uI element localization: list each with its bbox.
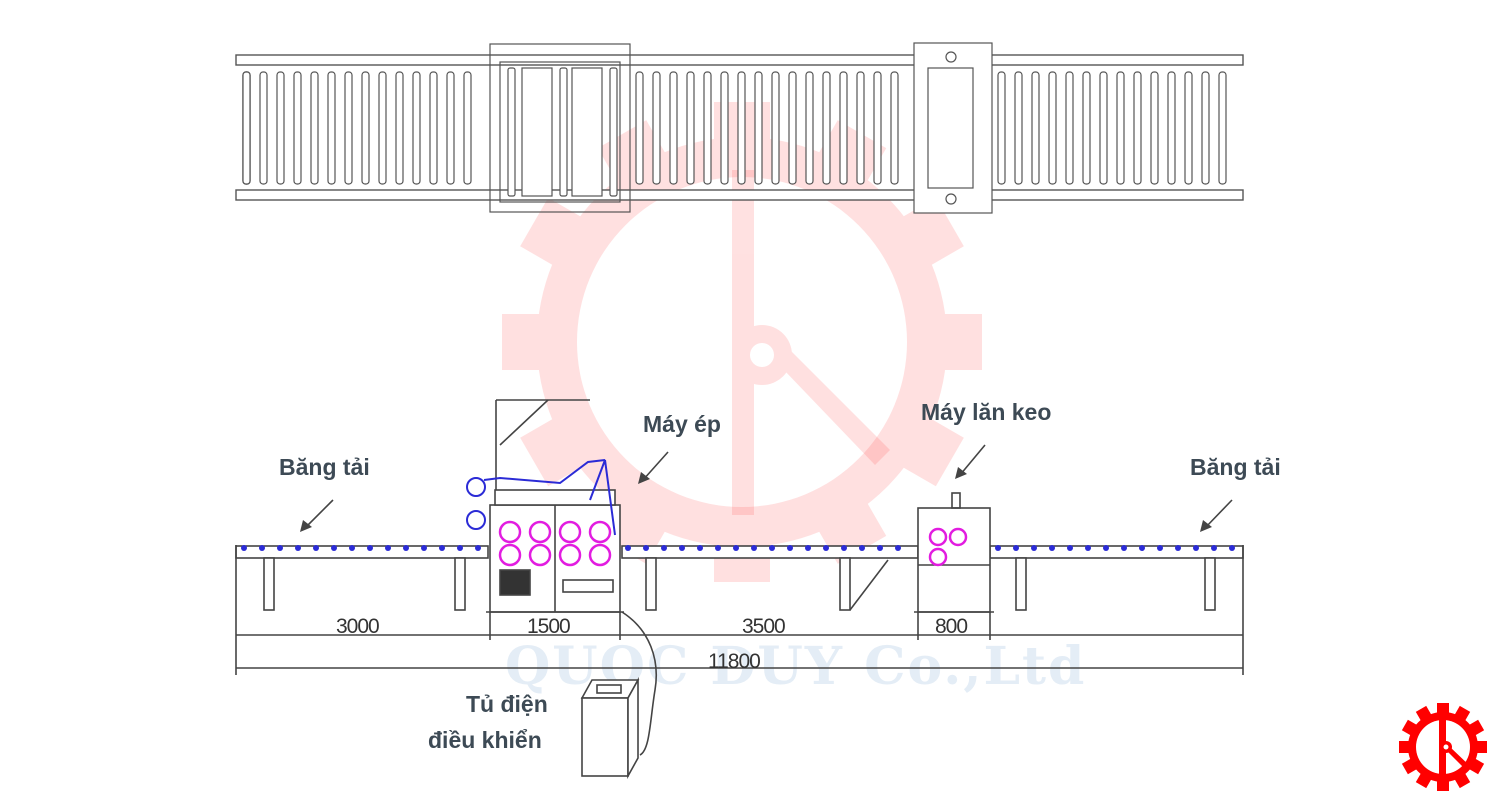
company-logo-gear-icon: [1399, 703, 1487, 791]
dim-press: 1500: [527, 615, 571, 638]
dim-total: 11800: [708, 650, 761, 673]
dim-middle-conveyor: 3500: [742, 615, 786, 638]
dim-glue-roller: 800: [935, 615, 968, 638]
label-press: Máy ép: [643, 411, 721, 437]
label-conveyor-right: Băng tải: [1190, 454, 1281, 480]
label-control-cabinet-line1: Tủ điện: [466, 691, 548, 717]
label-conveyor-left: Băng tải: [279, 454, 370, 480]
label-control-cabinet-line2: điều khiển: [428, 727, 542, 753]
dim-conveyor-left: 3000: [336, 615, 380, 638]
label-glue-roller: Máy lăn keo: [921, 399, 1052, 425]
